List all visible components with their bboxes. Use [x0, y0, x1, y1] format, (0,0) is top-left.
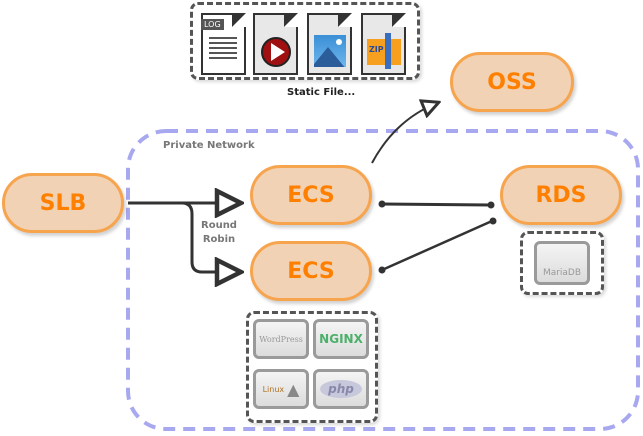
log-file-icon: LOG: [201, 13, 246, 75]
static-files-label: Static File...: [287, 87, 356, 98]
log-tag: LOG: [201, 19, 224, 30]
tux-icon: ▲: [287, 379, 300, 399]
connector-endpoint: [487, 201, 495, 209]
zip-tag: ZIP: [369, 45, 384, 54]
ecs-node-2[interactable]: ECS: [250, 241, 372, 301]
nginx-text: NGINX: [319, 332, 363, 346]
image-file-icon: [307, 13, 352, 75]
oss-label: OSS: [487, 69, 537, 95]
php-logo: php: [313, 369, 369, 409]
connector-endpoint: [489, 217, 497, 225]
round-robin-line-2: Robin: [202, 234, 236, 245]
nginx-logo: NGINX: [313, 319, 369, 359]
zip-file-icon: ZIP: [361, 13, 406, 75]
ecs-label: ECS: [287, 258, 335, 284]
connector-slb-ecs2: [181, 201, 238, 272]
php-text: php: [320, 380, 362, 398]
connector-endpoint: [378, 200, 386, 208]
private-network-label: Private Network: [163, 140, 255, 151]
mariadb-logo: MariaDB: [534, 241, 590, 285]
rds-node[interactable]: RDS: [500, 165, 622, 225]
wordpress-logo: WordPress: [253, 319, 309, 359]
round-robin-line-1: Round: [201, 220, 237, 231]
static-files-group: LOG ZIP: [190, 2, 420, 80]
connector-ecs1-oss: [371, 103, 437, 164]
wordpress-text: WordPress: [259, 334, 303, 344]
connector-ecs1-rds: [381, 202, 491, 207]
ecs-node-1[interactable]: ECS: [250, 165, 372, 225]
mariadb-text: MariaDB: [542, 268, 582, 278]
private-network-boundary: [126, 129, 640, 431]
connector-endpoint: [378, 266, 386, 274]
rds-software-stack: MariaDB: [520, 231, 604, 295]
video-file-icon: [253, 13, 298, 75]
round-robin-label: Round Robin: [201, 219, 237, 247]
ecs-software-stack: WordPress NGINX Linux ▲ php: [246, 311, 378, 423]
oss-node[interactable]: OSS: [450, 52, 574, 112]
connector-ecs2-rds: [381, 219, 493, 272]
linux-text: Linux: [262, 384, 285, 394]
slb-label: SLB: [39, 190, 87, 216]
ecs-label: ECS: [287, 182, 335, 208]
linux-logo: Linux ▲: [253, 369, 309, 409]
rds-label: RDS: [535, 182, 587, 208]
slb-node[interactable]: SLB: [2, 173, 124, 233]
